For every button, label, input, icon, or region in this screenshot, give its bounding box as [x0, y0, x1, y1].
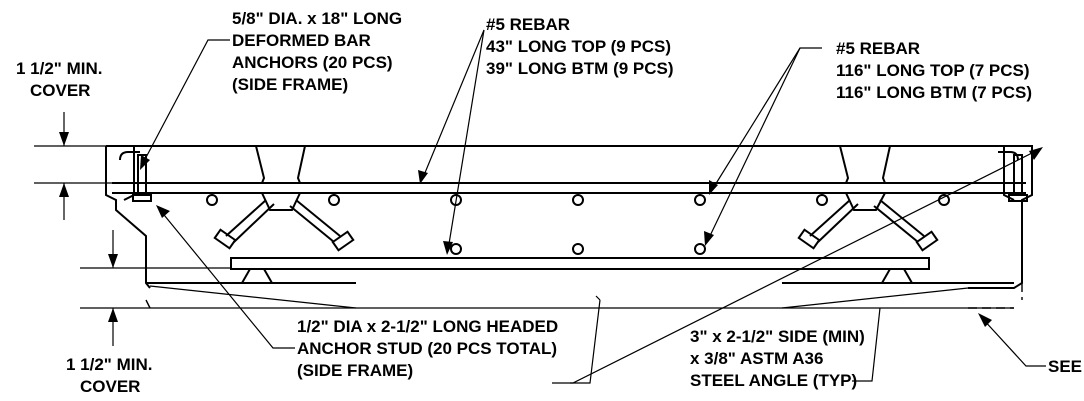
label-rebar-long-3: 116" LONG BTM (7 PCS): [836, 83, 1032, 102]
leader-rebar-short-2: [447, 29, 485, 251]
label-deformed-bar-2: DEFORMED BAR: [232, 31, 371, 50]
leader-rebar-short-2-arrow: [443, 241, 453, 255]
label-deformed-bar-4: (SIDE FRAME): [232, 75, 348, 94]
leader-rebar-short-1-arrow: [418, 170, 428, 184]
label-deformed-bar-3: ANCHORS (20 PCS): [232, 53, 393, 72]
leader-anchor-stud: [159, 209, 295, 349]
label-steel-angle: 3" x 2-1/2" SIDE (MIN) x 3/8" ASTM A36 S…: [690, 327, 870, 390]
leader-rebar-long-2: [707, 47, 801, 241]
dim-top-cover-arrow-2: [59, 183, 69, 197]
right-strut-b: [873, 199, 925, 243]
right-lift-anchor-lower: [845, 192, 886, 211]
left-strut-a-end: [213, 228, 237, 250]
label-anchor-stud-2: ANCHOR STUD (20 PCS TOTAL): [297, 339, 557, 358]
leader-see: [981, 317, 1046, 367]
bottom-rebar-plate: [230, 257, 930, 270]
leader-steel-angle-arrow: [1029, 147, 1043, 160]
left-strut-a: [225, 199, 275, 243]
dim-bot-cover-arrow-1: [108, 254, 118, 268]
label-rebar-short-2: 43" LONG TOP (9 PCS): [486, 37, 671, 56]
label-steel-angle-3: STEEL ANGLE (TYP): [690, 371, 857, 390]
left-lift-anchor-lower: [261, 192, 301, 211]
right-lift-anchor: [839, 145, 892, 184]
label-see: SEE: [1048, 357, 1082, 376]
leader-rebar-long-2-arrow: [704, 231, 714, 246]
slab-outline: [105, 145, 1033, 289]
right-strut-a: [809, 199, 859, 243]
label-bottom-cover-1: 1 1/2" MIN.: [66, 355, 152, 374]
left-strut-b: [289, 199, 341, 243]
leader-rebar-long-1: [711, 47, 822, 191]
left-strut-b-end: [331, 230, 355, 252]
bottom-taper-right: [781, 287, 969, 309]
leader-deformed-bar: [141, 39, 230, 166]
label-top-cover-1: 1 1/2" MIN.: [16, 59, 102, 78]
label-rebar-long-1: #5 REBAR: [836, 39, 920, 58]
right-strut-a-end: [797, 228, 821, 250]
left-lift-anchor: [255, 145, 307, 184]
label-top-cover: 1 1/2" MIN. COVER: [16, 59, 107, 100]
leader-anchor-stud-arrow: [156, 205, 170, 218]
bottom-rebar-dots: [450, 243, 706, 255]
label-deformed-bar: 5/8" DIA. x 18" LONG DEFORMED BAR ANCHOR…: [232, 9, 407, 94]
label-top-cover-2: COVER: [30, 81, 90, 100]
leader-see-arrow: [978, 313, 992, 327]
leader-steel-angle-bracket: [595, 295, 601, 301]
leader-steel-angle-to-right: [552, 149, 1039, 384]
right-anchor-plate: [1008, 194, 1028, 202]
label-anchor-stud-1: 1/2" DIA x 2-1/2" LONG HEADED: [297, 317, 558, 336]
label-deformed-bar-1: 5/8" DIA. x 18" LONG: [232, 9, 402, 28]
label-rebar-long: #5 REBAR 116" LONG TOP (7 PCS) 116" LONG…: [836, 39, 1034, 102]
right-bearing: [880, 268, 914, 284]
dim-bot-cover-arrow-2: [108, 308, 118, 322]
leader-steel-angle: [570, 299, 601, 384]
right-strut-b-end: [915, 230, 939, 252]
label-rebar-short-1: #5 REBAR: [486, 15, 570, 34]
label-rebar-short: #5 REBAR 43" LONG TOP (9 PCS) 39" LONG B…: [486, 15, 676, 78]
left-bearing: [240, 268, 274, 284]
right-frame-inner: [998, 146, 1019, 201]
label-rebar-short-3: 39" LONG BTM (9 PCS): [486, 59, 674, 78]
label-anchor-stud: 1/2" DIA x 2-1/2" LONG HEADED ANCHOR STU…: [297, 317, 563, 380]
leader-rebar-short-1: [421, 29, 485, 181]
label-bottom-cover-2: COVER: [80, 377, 140, 396]
dim-top-cover-arrow-1: [59, 132, 69, 146]
label-rebar-long-2: 116" LONG TOP (7 PCS): [836, 61, 1030, 80]
label-steel-angle-2: x 3/8" ASTM A36: [690, 349, 823, 368]
label-steel-angle-1: 3" x 2-1/2" SIDE (MIN): [690, 327, 865, 346]
bottom-taper-left: [149, 285, 357, 309]
label-bottom-cover: 1 1/2" MIN. COVER: [66, 355, 157, 396]
left-anchor-plate: [132, 194, 152, 202]
leader-deformed-bar-arrow: [140, 155, 150, 170]
bottom-dashdot: [145, 299, 151, 309]
leader-rebar-long-1-arrow: [709, 180, 718, 195]
leader-steel-angle-end: [852, 307, 881, 382]
label-anchor-stud-3: (SIDE FRAME): [297, 361, 413, 380]
top-rebar-dots: [206, 194, 950, 206]
